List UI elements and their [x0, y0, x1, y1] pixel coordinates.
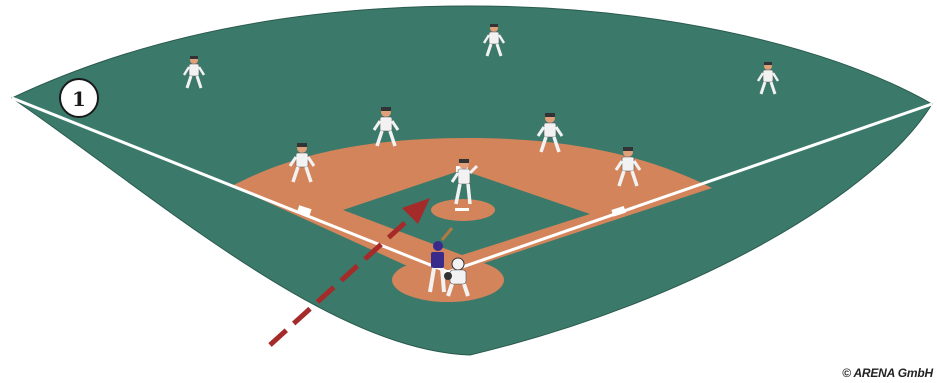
pitching-rubber — [455, 208, 469, 211]
copyright-label: © ARENA GmbH — [842, 366, 933, 380]
marker-label: 1 — [72, 87, 86, 111]
